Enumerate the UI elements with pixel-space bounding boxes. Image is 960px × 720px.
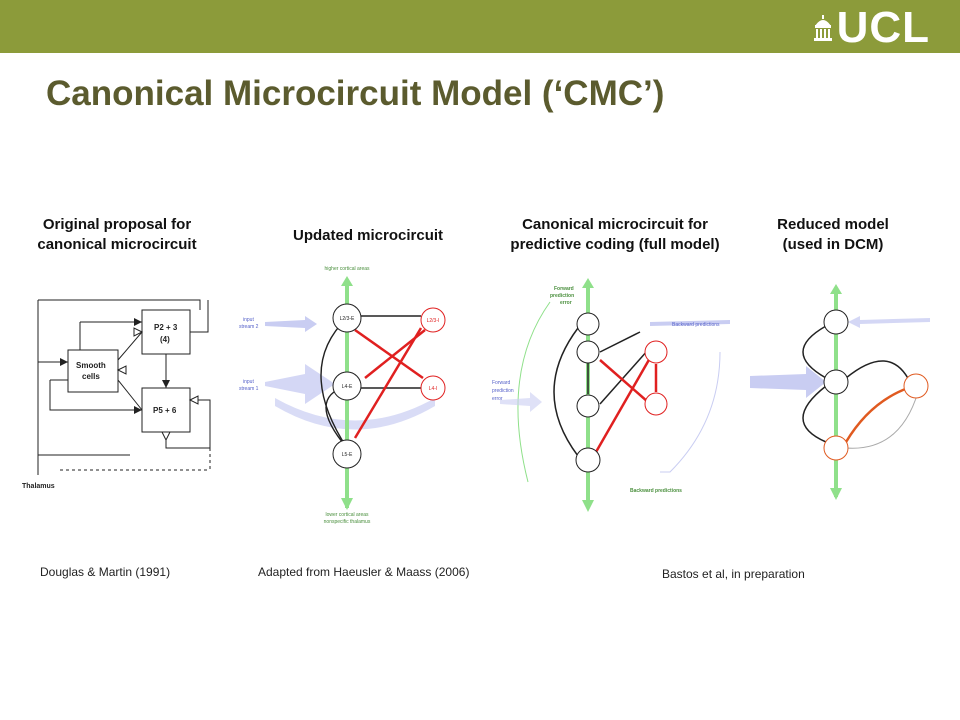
page-title: Canonical Microcircuit Model (‘CMC’) bbox=[46, 74, 665, 113]
p23-sub-label: (4) bbox=[160, 335, 170, 344]
node-l23i bbox=[420, 307, 446, 333]
node-l4e bbox=[332, 371, 362, 401]
node-p23 bbox=[141, 309, 191, 355]
panel4-diagram bbox=[750, 284, 930, 500]
panel2-diagram: higher cortical areas lower cortical are… bbox=[239, 266, 446, 525]
l23i-label: L2/3-I bbox=[427, 318, 440, 324]
fpe-left-1: Forward bbox=[492, 380, 511, 386]
input1-label: input bbox=[243, 379, 254, 385]
node-l23e bbox=[332, 303, 362, 333]
node-xi-red-reduced bbox=[903, 373, 929, 399]
fpe-left-3: error bbox=[492, 396, 503, 402]
node-mu-red-reduced bbox=[823, 435, 849, 461]
l4i-label: L4-I bbox=[429, 386, 438, 392]
node-g-bottom bbox=[575, 447, 601, 473]
node-mu-red bbox=[644, 340, 668, 364]
panel4-title: Reduced model(used in DCM) bbox=[777, 216, 889, 253]
lower-areas-label-2: nonspecific thalamus bbox=[324, 519, 371, 525]
node-l4i bbox=[420, 375, 446, 401]
header-bar bbox=[0, 0, 960, 53]
lower-areas-label: lower cortical areas bbox=[325, 512, 369, 518]
thalamus-label: Thalamus bbox=[22, 483, 55, 490]
panel1-diagram: P2 + 3 (4) Smooth cells P5 + 6 Thalamus bbox=[22, 299, 211, 490]
smooth-label-2: cells bbox=[82, 372, 100, 381]
l23e-label: L2/3-E bbox=[340, 316, 355, 322]
l5e-label: L5-E bbox=[342, 452, 353, 458]
fpe-left-2: prediction bbox=[492, 388, 514, 394]
ucl-logo: UCL bbox=[811, 6, 930, 50]
node-xi-mid bbox=[576, 394, 600, 418]
citation-douglas-martin: Douglas & Martin (1991) bbox=[40, 565, 171, 579]
input1-label-2: stream 1 bbox=[239, 386, 259, 392]
fpe-top-3: error bbox=[560, 300, 572, 306]
node-xi-red bbox=[644, 392, 668, 416]
node-xi-reduced bbox=[823, 309, 849, 335]
p56-label: P5 + 6 bbox=[153, 406, 177, 415]
fpe-top-2: prediction bbox=[550, 293, 574, 299]
node-xi-top bbox=[576, 312, 600, 336]
portico-dome-icon bbox=[813, 15, 832, 41]
citation-bastos: Bastos et al, in preparation bbox=[662, 567, 805, 581]
node-smooth bbox=[67, 349, 119, 393]
fpe-top-1: Forward bbox=[554, 286, 574, 292]
citation-haeusler-maass: Adapted from Haeusler & Maass (2006) bbox=[258, 565, 470, 579]
l4e-label: L4-E bbox=[342, 384, 353, 390]
p23-label: P2 + 3 bbox=[154, 323, 178, 332]
panel3-diagram: Forward prediction error Forward predict… bbox=[492, 278, 730, 512]
smooth-label: Smooth bbox=[76, 361, 106, 370]
node-mu-reduced bbox=[823, 369, 849, 395]
panel2-title: Updated microcircuit bbox=[292, 227, 444, 244]
logo-text: UCL bbox=[836, 3, 930, 52]
node-p56 bbox=[141, 387, 191, 433]
backward-predictions-bottom: Backward predictions bbox=[630, 488, 682, 494]
node-l5e bbox=[332, 439, 362, 469]
input2-label-2: stream 2 bbox=[239, 324, 259, 330]
backward-predictions-top: Backward predictions bbox=[672, 322, 720, 328]
input2-label: input bbox=[243, 317, 254, 323]
higher-areas-label: higher cortical areas bbox=[324, 266, 370, 272]
node-mu-top bbox=[576, 340, 600, 364]
